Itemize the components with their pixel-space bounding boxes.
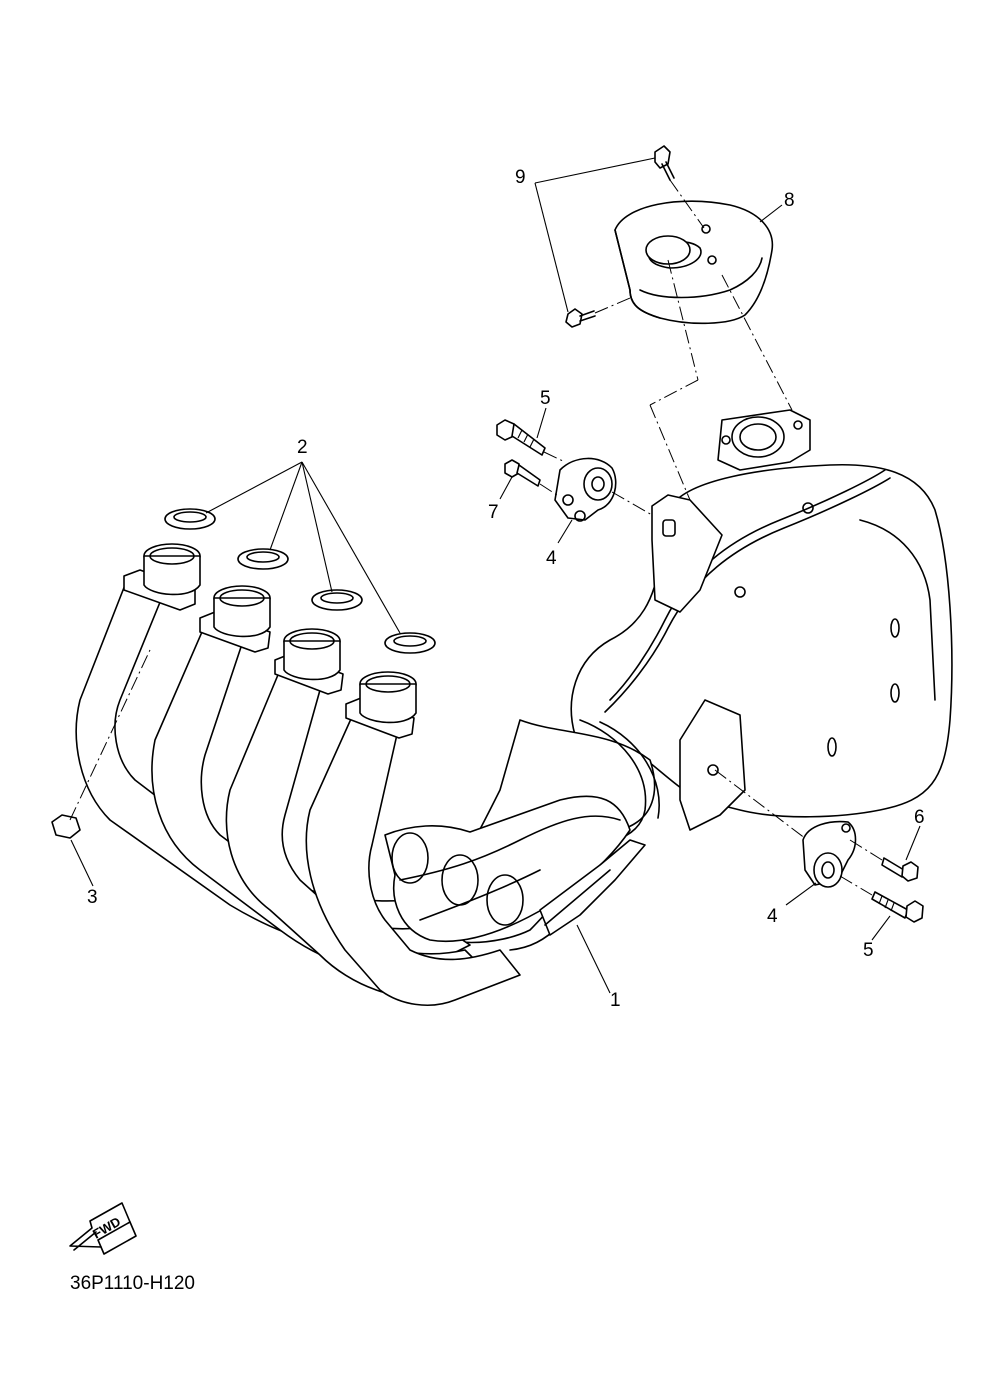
forward-arrow: FWD (69, 1202, 137, 1255)
callout-5-upper: 5 (540, 388, 551, 409)
lower-mount (714, 769, 924, 923)
callout-9: 9 (515, 167, 526, 188)
exhaust-pipes (75, 584, 646, 1006)
nut (51, 649, 151, 839)
callout-4-lower: 4 (767, 906, 778, 927)
callout-1: 1 (610, 990, 621, 1011)
diagram-code: 36P1110-H120 (70, 1273, 195, 1294)
muffler-cover (614, 200, 774, 325)
callout-2: 2 (297, 437, 308, 458)
upper-mount (496, 259, 793, 522)
gaskets (164, 508, 436, 654)
muffler (570, 409, 953, 831)
callout-labels: 1 2 3 4 4 5 5 6 7 8 9 (87, 167, 925, 1011)
callout-4-upper: 4 (546, 548, 557, 569)
callout-6: 6 (914, 807, 925, 828)
pipe-flanges (123, 543, 417, 739)
leader-lines (70, 157, 921, 994)
callout-3: 3 (87, 887, 98, 908)
callout-8: 8 (784, 190, 795, 211)
screws (565, 145, 705, 328)
callout-5-lower: 5 (863, 940, 874, 961)
callout-7: 7 (488, 502, 499, 523)
